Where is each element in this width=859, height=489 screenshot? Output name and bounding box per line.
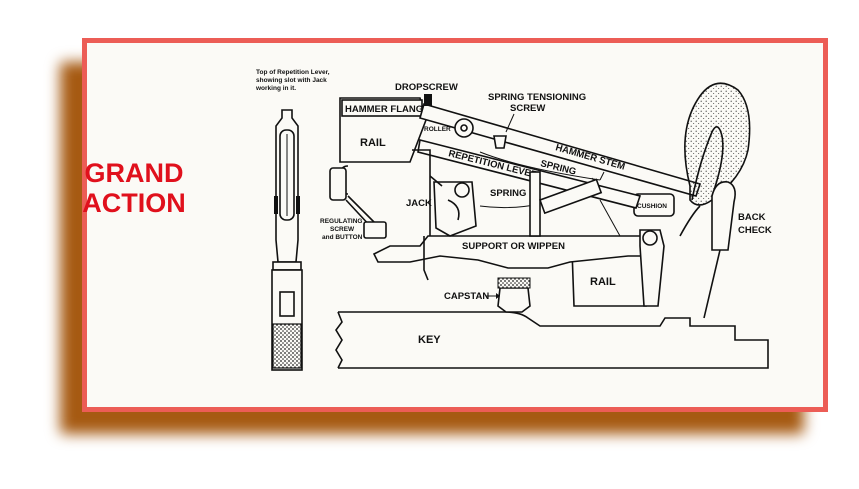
key: KEY <box>335 311 769 369</box>
label-regulating-1: REGULATING <box>320 218 363 225</box>
label-capstan: CAPSTAN <box>444 291 489 302</box>
label-back-check-1: BACK <box>738 212 766 223</box>
label-spring-lower: SPRING <box>490 188 526 199</box>
roller-dropscrew: ROLLER DROPSCREW SPRING TENSIONING SCREW <box>395 82 586 149</box>
hammer-head <box>679 82 751 237</box>
label-regulating-3: and BUTTON <box>322 234 363 241</box>
label-support-wippen: SUPPORT OR WIPPEN <box>462 241 565 252</box>
regulating-screw: REGULATING SCREW and BUTTON <box>320 165 387 241</box>
label-spring-tensioning-1: SPRING TENSIONING <box>488 92 586 103</box>
label-roller: ROLLER <box>424 126 451 133</box>
label-rail-top: RAIL <box>360 137 386 149</box>
inset-caption-line-1: Top of Repetition Lever, <box>256 69 330 76</box>
label-rail-bottom: RAIL <box>590 276 616 288</box>
label-jack: JACK <box>406 198 432 209</box>
label-repetition-lever: REPETITION LEVER <box>447 148 538 181</box>
diagram-title: GRAND ACTION <box>82 158 186 218</box>
label-hammer-flange: HAMMER FLANGE <box>345 104 429 115</box>
jack: JACK SPRING <box>406 171 603 237</box>
capstan: CAPSTAN <box>444 277 531 313</box>
label-regulating-2: SCREW <box>330 226 355 233</box>
inset-caption-line-2: showing slot with Jack <box>256 77 327 84</box>
back-check: BACK CHECK <box>703 180 772 319</box>
lever-frame <box>412 149 621 281</box>
label-cushion: CUSHION <box>637 203 667 210</box>
inset-caption-line-3: working in it. <box>255 85 296 92</box>
rail-top: HAMMER FLANGE RAIL <box>339 97 429 163</box>
inset-repetition-lever: Top of Repetition Lever, showing slot wi… <box>255 69 330 371</box>
label-spring-tensioning-2: SCREW <box>510 103 545 114</box>
label-key: KEY <box>418 334 441 346</box>
cushion: CUSHION <box>633 193 675 307</box>
label-back-check-2: CHECK <box>738 225 772 236</box>
label-dropscrew: DROPSCREW <box>395 82 458 93</box>
